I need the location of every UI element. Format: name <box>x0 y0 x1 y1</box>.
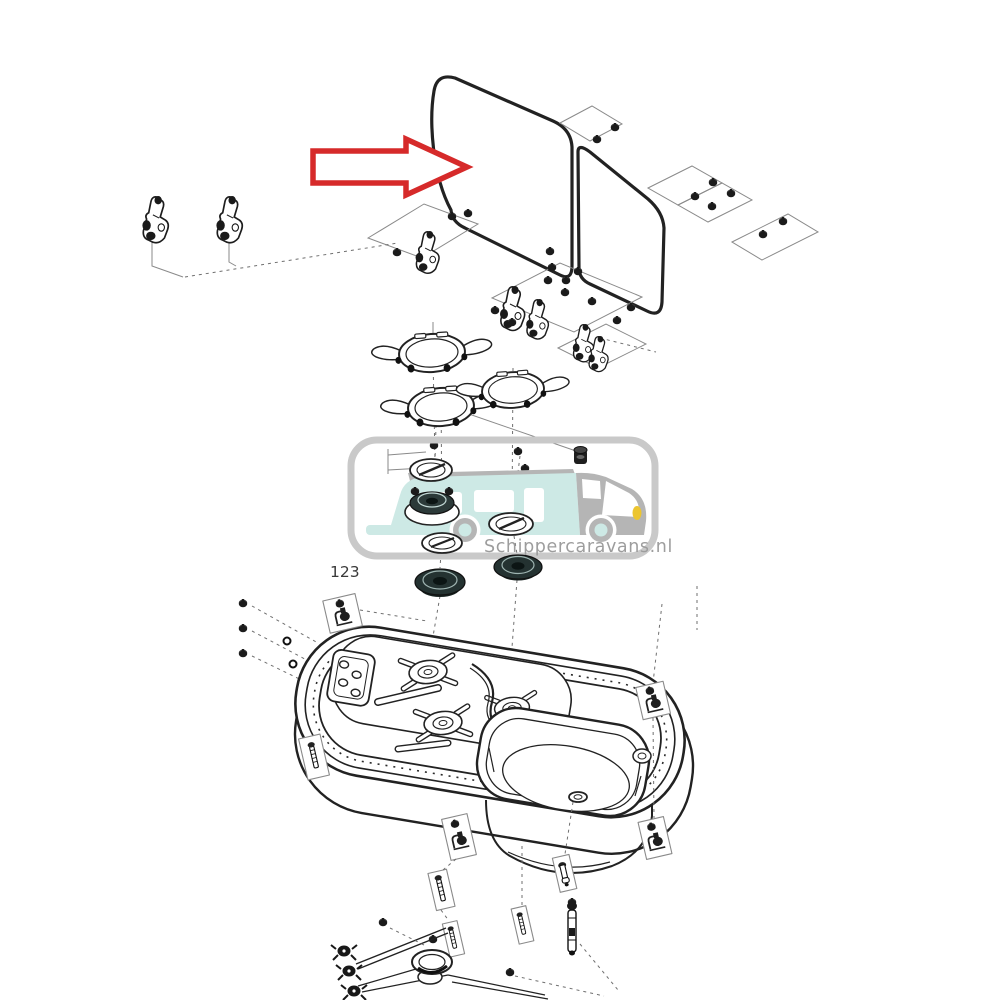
hinge-icon <box>587 335 609 373</box>
screw-box <box>441 920 466 958</box>
gas-valve-icon <box>335 964 363 981</box>
burner-stack-right <box>488 512 543 581</box>
burner-ring-icon <box>421 532 463 554</box>
clip-box <box>322 593 363 634</box>
watermark-border <box>347 436 659 560</box>
fixing-screws <box>238 123 788 977</box>
red-arrow-icon <box>310 134 474 200</box>
clip-box <box>637 816 673 860</box>
pan-supports <box>369 327 572 433</box>
burner-cap-icon <box>404 487 460 526</box>
pan-support-icon <box>369 327 495 379</box>
pointer-arrow <box>310 134 474 200</box>
clip-box <box>635 680 672 721</box>
watermark-text: Schippercaravans.nl <box>484 537 673 557</box>
hinge-icon <box>215 195 244 244</box>
screw-box <box>427 868 456 912</box>
burner-stack-left <box>387 449 466 597</box>
glass-lid-right <box>576 145 666 315</box>
basin-unit <box>293 625 695 875</box>
burner-ring-icon <box>409 458 453 482</box>
burner-base-icon <box>414 568 466 597</box>
watermark: Schippercaravans.nl <box>347 436 673 560</box>
overflow-hole <box>632 748 652 764</box>
jet-box <box>551 853 578 893</box>
venturi-tube <box>411 949 453 985</box>
screw-box <box>298 733 330 781</box>
screw-box <box>510 905 535 945</box>
boxed-parts <box>298 593 673 958</box>
gas-valve-icon <box>330 944 358 961</box>
gas-valve-icon <box>340 984 368 1000</box>
burner-ring-icon <box>488 512 534 536</box>
igniter <box>573 446 588 464</box>
hinge-icon <box>141 195 170 244</box>
hinge-icon <box>525 298 550 340</box>
hinge-icon <box>414 230 440 275</box>
control-bracket <box>326 649 376 707</box>
clip-box <box>441 813 477 861</box>
glass-lid-left <box>430 75 574 279</box>
drain-hole <box>568 791 588 803</box>
lid-hinges <box>141 195 609 373</box>
gas-manifold <box>330 902 619 1000</box>
burner-base-icon <box>493 554 543 581</box>
sink-bowl <box>475 706 652 818</box>
part-number-label: 123 <box>330 563 360 581</box>
valve-stem <box>567 902 577 956</box>
